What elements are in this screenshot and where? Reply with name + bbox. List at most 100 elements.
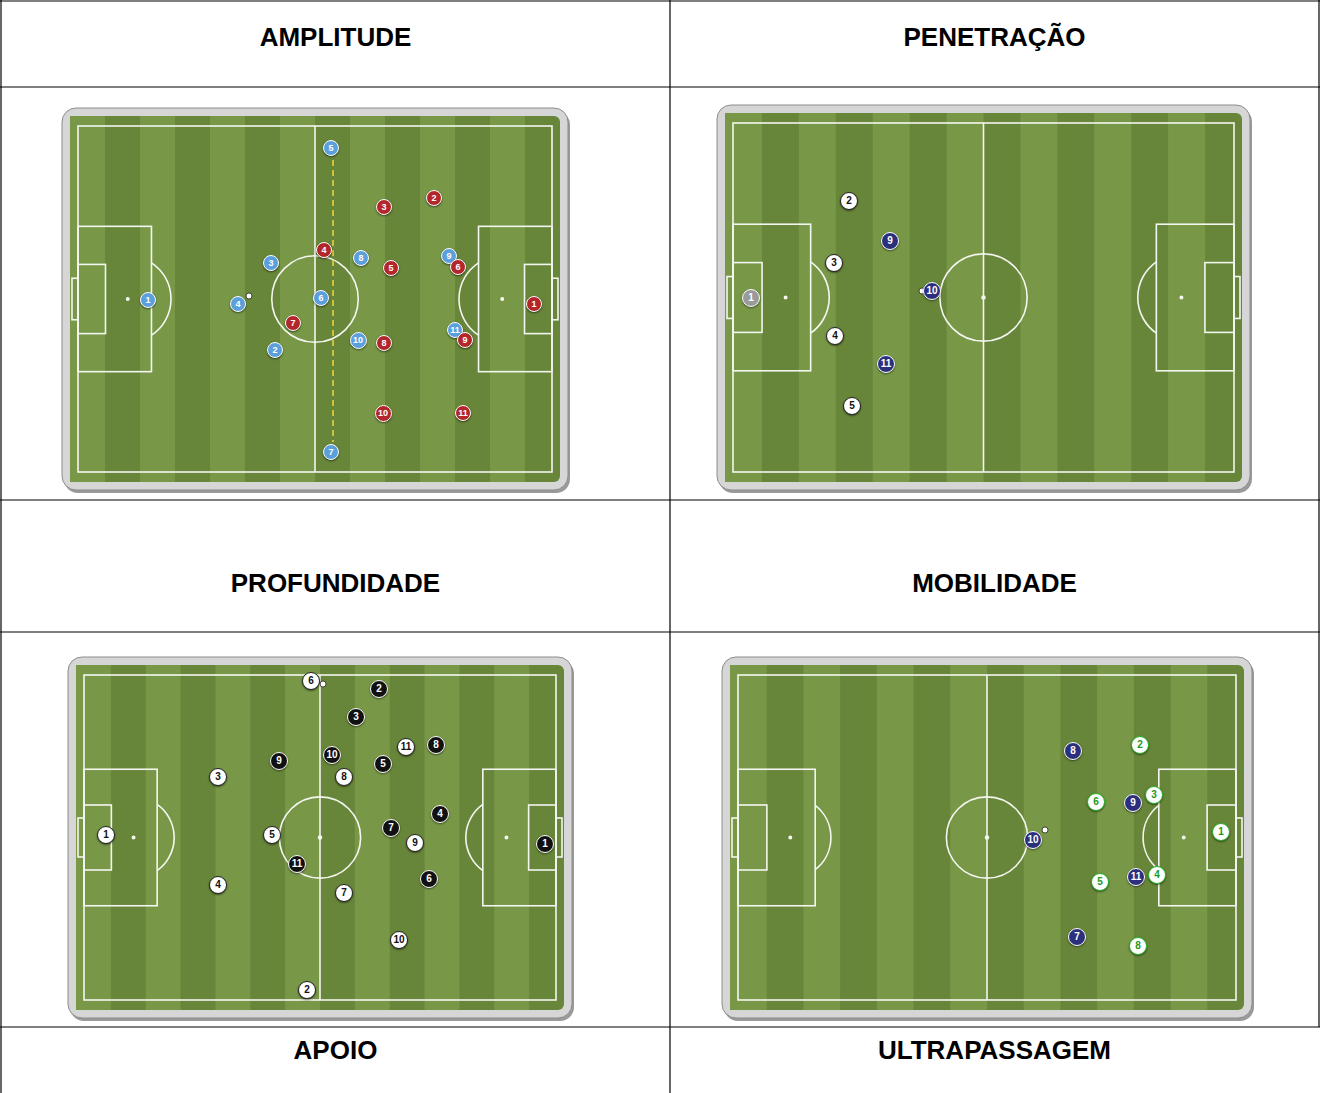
player-green: 2 (1131, 736, 1149, 754)
player-white: 4 (209, 876, 227, 894)
shirt-number: 9 (446, 252, 451, 261)
shirt-number: 8 (1135, 941, 1141, 951)
player-red: 11 (455, 405, 471, 421)
centre-spot (982, 296, 985, 299)
shirt-number: 10 (353, 336, 363, 345)
shirt-number: 11 (458, 409, 468, 418)
penalty-spot (784, 296, 786, 298)
touchline (738, 675, 1236, 1000)
penalty-spot (1183, 836, 1185, 838)
shirt-number: 5 (380, 759, 386, 769)
goal (78, 818, 84, 857)
shirt-number: 6 (1093, 797, 1099, 807)
goal (732, 818, 738, 857)
shirt-number: 10 (393, 935, 404, 945)
shirt-number: 5 (849, 401, 855, 411)
penalty-spot (501, 298, 503, 300)
player-green: 1 (1212, 823, 1230, 841)
goal-area (529, 805, 556, 870)
player-white: 9 (406, 834, 424, 852)
shirt-number: 10 (378, 409, 388, 418)
shirt-number: 4 (321, 246, 326, 255)
heading-text: MOBILIDADE (912, 568, 1077, 599)
player-red: 10 (375, 405, 392, 422)
goal (552, 278, 558, 320)
shirt-number: 2 (376, 684, 382, 694)
grass-stripe (494, 665, 529, 1010)
player-white: 5 (843, 397, 861, 415)
table-heading-cell: PROFUNDIDADE (2, 561, 669, 605)
ball (1042, 827, 1048, 833)
grass-stripe (950, 665, 987, 1010)
shirt-number: 7 (290, 319, 295, 328)
table-heading-cell: AMPLITUDE (2, 15, 669, 59)
shirt-number: 7 (1074, 932, 1080, 942)
player-white: 6 (302, 672, 320, 690)
board-frame (717, 105, 1250, 490)
touchline (84, 675, 556, 1000)
touchline (78, 126, 552, 472)
player-black: 1 (536, 835, 554, 853)
player-red: 7 (285, 315, 301, 331)
pitch-markings (727, 123, 1240, 472)
player-dark-blue: 7 (1068, 928, 1086, 946)
board-shadow (70, 660, 574, 1021)
heading-text: PROFUNDIDADE (231, 568, 440, 599)
player-green: 5 (1091, 873, 1109, 891)
penalty-box (84, 769, 157, 906)
halfway-line (986, 675, 988, 1000)
centre-circle (940, 254, 1027, 341)
shirt-number: 3 (381, 203, 386, 212)
player-light-blue: 1 (140, 292, 156, 308)
penalty-box (733, 224, 811, 371)
centre-circle (946, 797, 1027, 878)
player-dark-blue: 10 (1024, 831, 1042, 849)
penalty-spot (505, 836, 507, 838)
player-red: 3 (376, 199, 392, 215)
grass-stripe (280, 116, 315, 482)
grass (725, 113, 1242, 482)
player-white: 8 (335, 768, 353, 786)
shirt-number: 8 (433, 740, 439, 750)
penalty-spot (132, 836, 134, 838)
heading-text: PENETRAÇÃO (903, 22, 1085, 53)
grass-stripe (1094, 113, 1131, 482)
shirt-number: 8 (358, 254, 363, 263)
player-white: 3 (209, 768, 227, 786)
player-dark-blue: 10 (923, 282, 941, 300)
shirt-number: 3 (1151, 790, 1157, 800)
pitch-markings (732, 675, 1242, 1000)
shirt-number: 4 (235, 300, 240, 309)
touchline (733, 123, 1234, 472)
player-red: 1 (526, 296, 542, 312)
table-heading-cell: APOIO (2, 1028, 669, 1072)
shirt-number: 3 (268, 259, 273, 268)
player-white: 3 (825, 254, 843, 272)
shirt-number: 2 (272, 346, 277, 355)
grass-stripe (873, 113, 910, 482)
shirt-number: 10 (1027, 835, 1038, 845)
table-rule (1318, 0, 1319, 1027)
player-green: 6 (1087, 793, 1105, 811)
grass-stripe (70, 116, 105, 482)
board-frame (68, 657, 572, 1018)
shirt-number: 5 (388, 264, 393, 273)
player-black: 5 (374, 755, 392, 773)
player-light-blue: 10 (350, 332, 367, 349)
table-rule (0, 0, 1320, 1)
player-black: 10 (323, 746, 341, 764)
table-heading-cell: ULTRAPASSAGEM (671, 1028, 1318, 1072)
pitch-markings (72, 126, 558, 472)
penalty-box (483, 769, 556, 906)
grass (70, 116, 560, 482)
grass-stripe (803, 665, 840, 1010)
shirt-number: 2 (304, 985, 310, 995)
shirt-number: 1 (103, 830, 109, 840)
goal-area (1205, 263, 1234, 333)
heading-text: ULTRAPASSAGEM (878, 1035, 1111, 1066)
shirt-number: 10 (326, 750, 337, 760)
goal (72, 278, 78, 320)
table-heading-cell: PENETRAÇÃO (671, 15, 1318, 59)
